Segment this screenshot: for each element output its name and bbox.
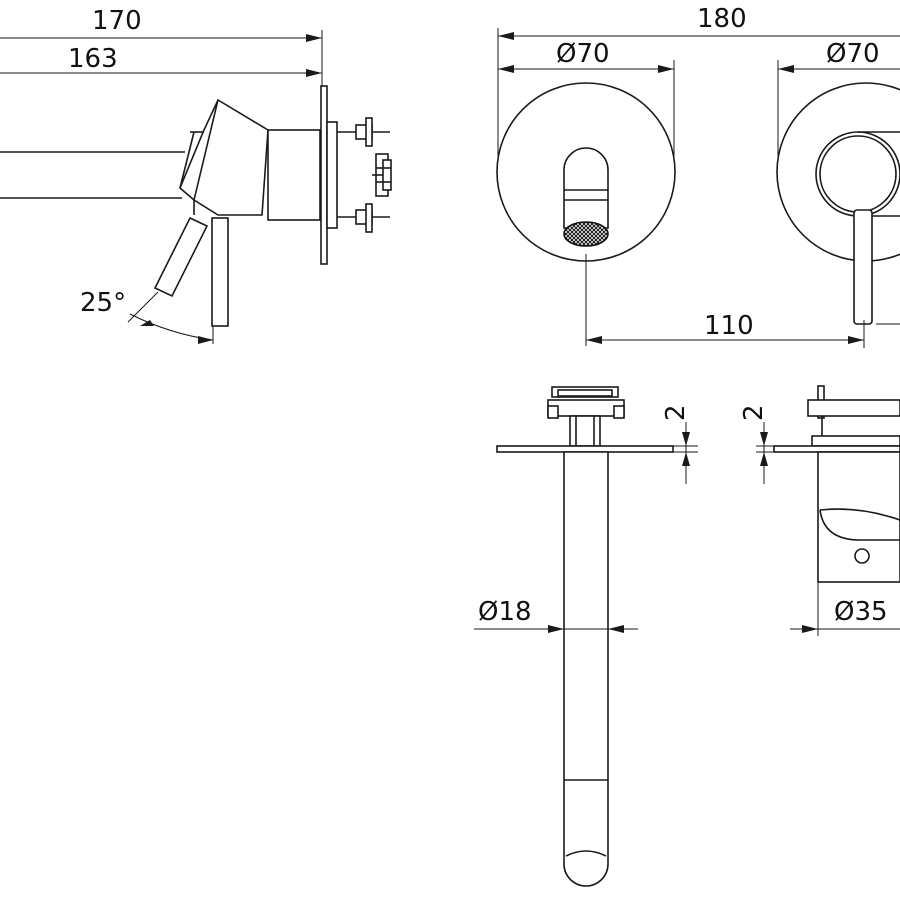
dim-spout-plate-dia-label: Ø70 [556,39,610,69]
front-view: 180 Ø70 Ø70 [496,4,900,348]
dim-spout-plate-dia: Ø70 [498,39,675,160]
dim-overall-depth: 170 [0,6,323,90]
dim-overall-width: 180 [497,4,900,160]
front-mixer-plate [776,82,900,325]
dim-mixer-body-dia: Ø35 [790,582,900,636]
side-angled-lever [153,216,209,298]
side-vertical-lever [211,217,229,327]
dim-mixer-plate-gap-label: 2 [739,404,769,421]
top-view-spout: 2 Ø18 [474,386,698,887]
aerator-mesh [563,221,609,247]
dim-centres-label: 110 [704,311,754,341]
side-body-cylinder [267,129,321,221]
dim-spout-dia-label: Ø18 [478,597,532,627]
dim-spout-plate-gap-label: 2 [661,404,691,421]
side-wall-plate [320,85,338,265]
front-spout-plate [496,82,676,346]
dim-mixer-plate-dia-label: Ø70 [826,39,880,69]
dim-spout-depth: 163 [0,44,322,77]
dim-mixer-body-dia-label: Ø35 [834,597,888,627]
side-spout [0,151,185,199]
dim-lever-angle-label: 25° [80,288,126,318]
dim-overall-width-label: 180 [697,4,747,34]
dim-overall-depth-label: 170 [92,6,142,36]
dim-mixer-plate-gap: 2 [739,404,774,484]
dim-spout-depth-label: 163 [68,44,118,74]
top-view-mixer: 2 Ø35 [739,385,900,636]
side-lever-body [179,98,269,216]
dim-lever-angle: 25° [80,288,214,344]
dim-centres: 110 [586,311,900,348]
dim-spout-plate-gap: 2 [661,404,698,484]
side-view: 170 163 [0,6,392,344]
dim-mixer-plate-dia: Ø70 [777,39,900,160]
dim-spout-dia: Ø18 [474,597,638,633]
side-valve-assembly [337,117,392,233]
